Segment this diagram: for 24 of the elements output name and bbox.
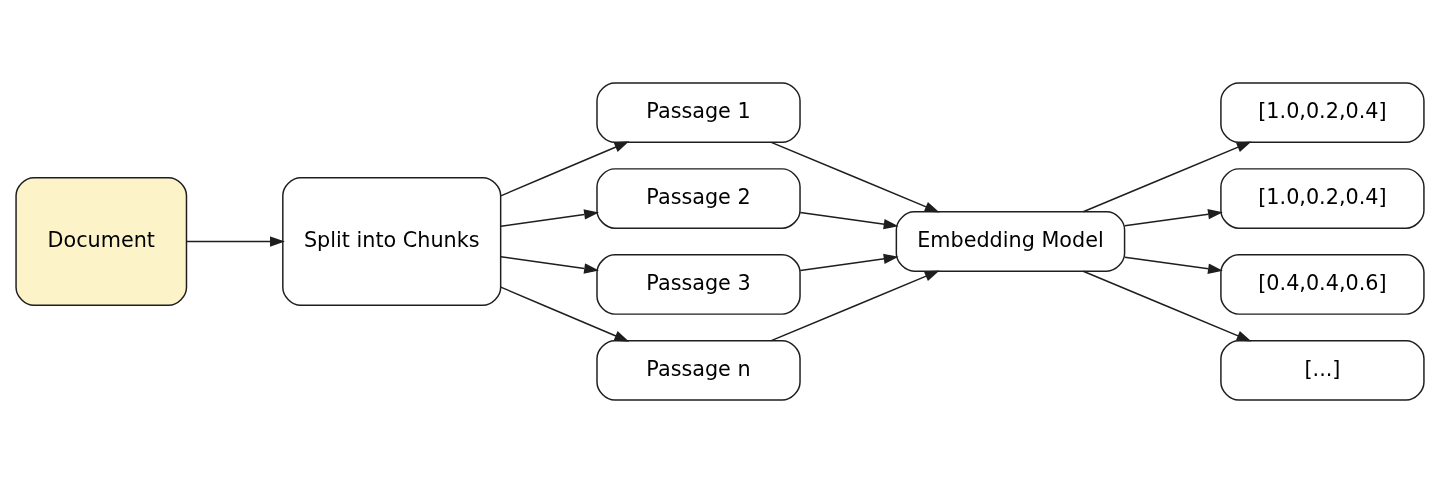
node-box: Embedding Model (895, 211, 1126, 272)
arrow (1082, 141, 1252, 213)
node-box: Passage 2 (596, 168, 801, 229)
node-box: [1.0,0.2,0.4] (1220, 168, 1425, 229)
arrow (500, 141, 630, 197)
node-box: Passage n (596, 340, 801, 401)
node-box: [0.4,0.4,0.6] (1220, 254, 1425, 315)
node-box: Passage 3 (596, 254, 801, 315)
node-box: Document (15, 177, 188, 306)
arrow (1082, 270, 1252, 342)
arrow (770, 270, 940, 342)
arrow (500, 286, 630, 342)
arrow (1124, 209, 1223, 227)
node-box: [1.0,0.2,0.4] (1220, 82, 1425, 143)
arrow (770, 141, 940, 213)
arrow (185, 236, 285, 247)
arrow (500, 256, 599, 274)
arrow (799, 211, 899, 230)
node-box: [...] (1220, 340, 1425, 401)
arrow (1124, 256, 1223, 274)
node-box: Passage 1 (596, 82, 801, 143)
arrow (500, 209, 599, 227)
node-box: Split into Chunks (282, 177, 502, 306)
arrow (799, 253, 899, 272)
